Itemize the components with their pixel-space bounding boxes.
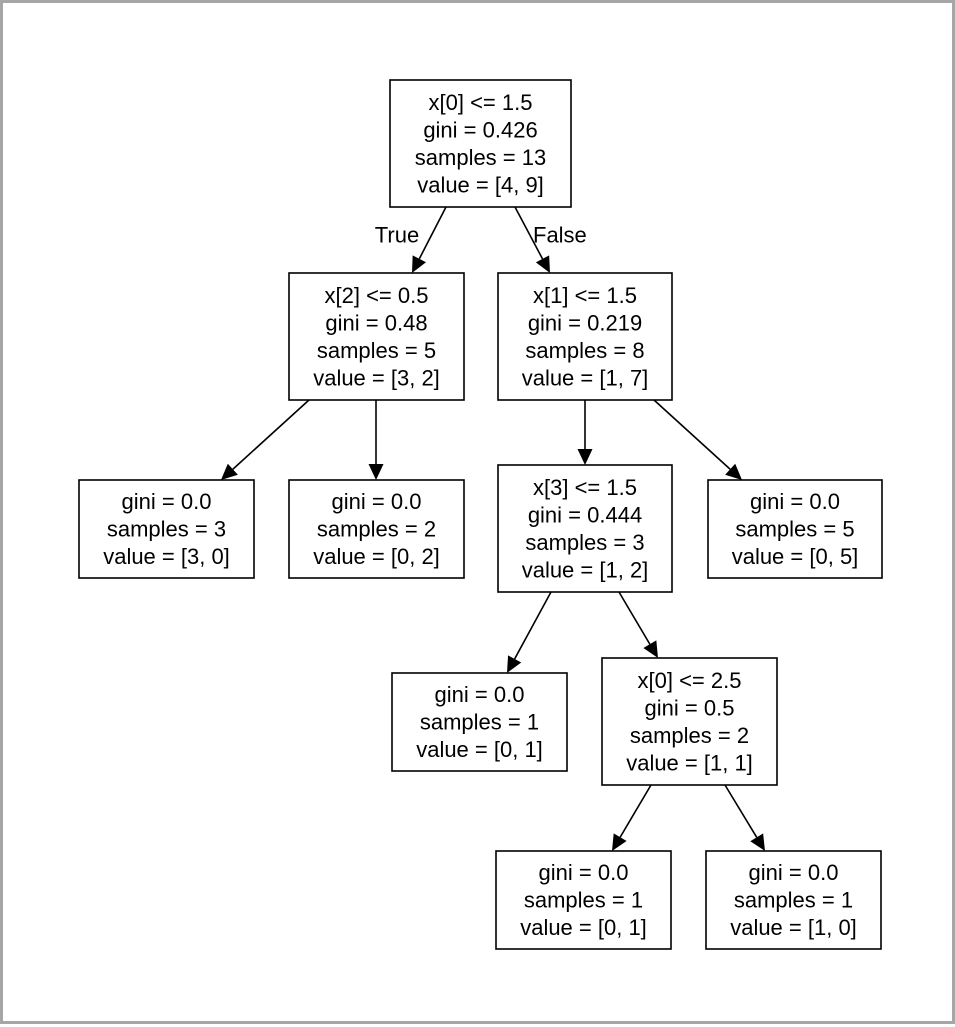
node-line: gini = 0.0: [750, 489, 840, 514]
node-box: [78, 479, 255, 579]
node-line: samples = 3: [525, 530, 644, 555]
node-line: samples = 1: [734, 888, 853, 913]
edge-n2-n6: [653, 399, 742, 480]
node-box: [288, 479, 465, 579]
arrowhead: [535, 255, 550, 273]
node-line: gini = 0.0: [122, 489, 212, 514]
edge-n8-n9: [612, 784, 652, 851]
edges-layer: True False: [221, 206, 765, 851]
edge-n0-n2: False: [514, 206, 587, 273]
node-box: [497, 272, 673, 401]
arrowhead: [643, 640, 658, 658]
edge-n5-n8: [618, 591, 658, 658]
node-line: samples = 3: [107, 517, 226, 542]
node-line: value = [0, 1]: [416, 737, 543, 762]
edge-n8-n10: [724, 784, 765, 851]
edge-line: [513, 591, 552, 660]
node-box: [495, 850, 672, 950]
node-line: gini = 0.426: [423, 117, 537, 142]
node-box: [288, 272, 465, 401]
node-line: value = [0, 1]: [520, 915, 647, 940]
arrowhead: [507, 655, 522, 673]
node-line: gini = 0.0: [749, 860, 839, 885]
arrowhead: [612, 833, 627, 851]
node-line: gini = 0.0: [435, 682, 525, 707]
node-line: x[3] <= 1.5: [533, 475, 637, 500]
edge-line: [232, 399, 310, 470]
node-line: value = [3, 0]: [103, 544, 230, 569]
node-line: samples = 8: [525, 338, 644, 363]
node-line: value = [1, 1]: [626, 750, 753, 775]
node-line: samples = 13: [415, 145, 546, 170]
edge-n1-n4: [368, 400, 384, 480]
node-line: gini = 0.48: [325, 310, 427, 335]
node-line: x[1] <= 1.5: [533, 283, 637, 308]
arrowhead: [725, 463, 742, 480]
node-line: samples = 1: [524, 888, 643, 913]
arrowhead: [577, 449, 593, 465]
node-line: samples = 2: [630, 723, 749, 748]
node-line: value = [4, 9]: [417, 172, 544, 197]
edge-line: [418, 206, 447, 260]
node-line: value = [0, 5]: [732, 544, 859, 569]
node-line: gini = 0.0: [332, 489, 422, 514]
edge-label-false: False: [533, 223, 587, 248]
edge-line: [653, 399, 731, 470]
node-box: [391, 672, 568, 772]
node-box: [705, 850, 882, 950]
node-line: gini = 0.444: [528, 502, 642, 527]
node-line: value = [1, 0]: [730, 915, 857, 940]
edge-n0-n1: True: [375, 206, 447, 273]
edge-line: [619, 784, 652, 838]
edge-line: [514, 206, 544, 260]
node-line: gini = 0.0: [539, 860, 629, 885]
node-line: samples = 5: [735, 517, 854, 542]
node-box: [389, 79, 572, 208]
node-box: [601, 657, 778, 786]
node-line: value = [1, 2]: [522, 557, 649, 582]
node-line: x[0] <= 2.5: [638, 668, 742, 693]
edge-n5-n7: [507, 591, 552, 673]
node-line: samples = 2: [317, 517, 436, 542]
arrowhead: [750, 833, 765, 851]
edge-n2-n5: [577, 400, 593, 465]
arrowhead: [368, 464, 384, 480]
node-line: value = [1, 7]: [522, 365, 649, 390]
edge-line: [724, 784, 758, 838]
arrowhead: [221, 463, 238, 480]
edge-line: [618, 591, 651, 645]
node-line: gini = 0.5: [645, 695, 735, 720]
node-line: x[0] <= 1.5: [429, 90, 533, 115]
node-box: [707, 479, 883, 579]
node-line: value = [3, 2]: [313, 365, 440, 390]
node-line: samples = 1: [420, 710, 539, 735]
edge-label-true: True: [375, 223, 419, 248]
node-box: [497, 464, 673, 593]
node-line: value = [0, 2]: [313, 544, 440, 569]
node-line: samples = 5: [317, 338, 436, 363]
arrowhead: [412, 255, 426, 273]
node-line: gini = 0.219: [528, 310, 642, 335]
node-line: x[2] <= 0.5: [325, 283, 429, 308]
edge-n1-n3: [221, 399, 310, 480]
